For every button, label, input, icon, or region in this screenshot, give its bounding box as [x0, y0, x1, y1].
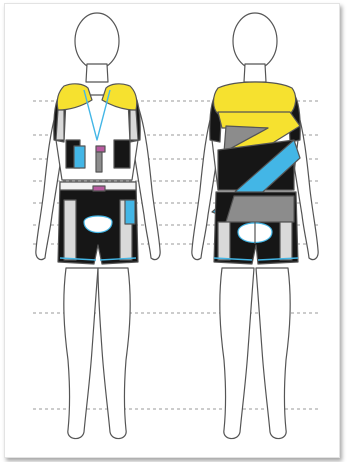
front-head: [75, 13, 119, 69]
front-crotch-cutout: [84, 216, 112, 233]
front-left-leg: [64, 268, 98, 439]
back-yellow-yoke: [214, 82, 296, 114]
front-magenta-tab: [93, 186, 105, 191]
front-center-seam: [96, 152, 102, 172]
front-right-sleeve-panel: [130, 110, 138, 140]
back-hip-panel-left: [218, 222, 230, 260]
back-hip-panel-right: [280, 222, 292, 260]
front-view: [36, 13, 160, 439]
back-right-leg: [256, 268, 290, 439]
back-gray-hip-panel: [226, 196, 294, 222]
back-view: [192, 13, 318, 439]
front-magenta-tab-top: [96, 146, 105, 152]
back-head: [233, 13, 277, 69]
front-right-leg: [98, 268, 130, 439]
front-neck: [86, 64, 108, 82]
front-waist-black-right: [114, 140, 130, 168]
front-cyan-pocket-left: [74, 146, 85, 168]
back-neck: [244, 64, 266, 82]
front-cyan-pocket-right: [125, 200, 135, 224]
front-left-sleeve-panel: [56, 110, 64, 140]
back-left-leg: [220, 268, 254, 439]
front-hip-panel-left: [64, 200, 76, 260]
